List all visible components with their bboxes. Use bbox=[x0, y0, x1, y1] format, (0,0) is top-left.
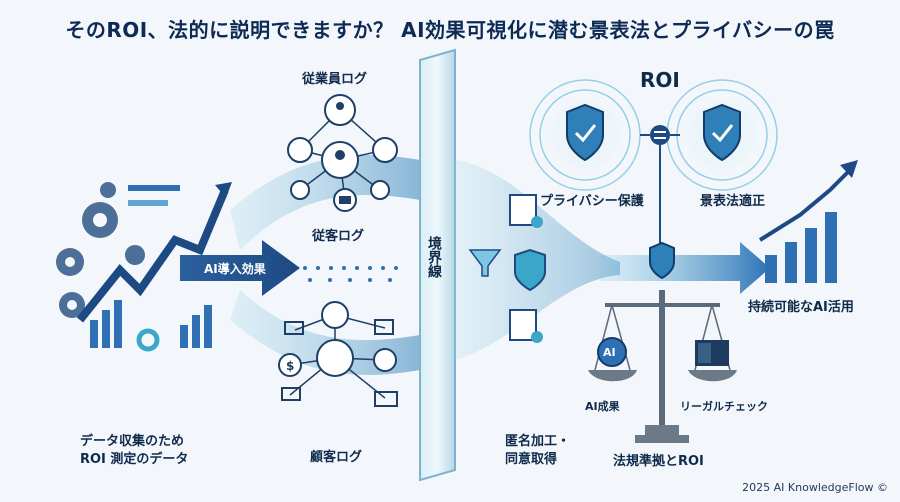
gear-cluster-icon bbox=[56, 182, 145, 318]
cash-icon bbox=[374, 391, 398, 407]
left-bar-chart-icon bbox=[90, 300, 212, 348]
growth-bar-chart-icon bbox=[765, 212, 837, 283]
visitor-log-label: 従客ログ bbox=[312, 229, 365, 244]
customer-avatar-icon bbox=[321, 301, 349, 329]
customer-log-label: 顧客ログ bbox=[310, 450, 363, 465]
data-dots bbox=[303, 266, 398, 282]
employee-log-label: 従業員ログ bbox=[302, 72, 368, 87]
footer-credit: 2025 AI KnowledgeFlow © bbox=[742, 481, 888, 494]
progress-bar-icon bbox=[128, 185, 180, 191]
compliance-label: 景表法適正 bbox=[700, 194, 766, 209]
anonymization-line2: 同意取得 bbox=[505, 452, 558, 467]
anonymization-line1: 匿名加工・ bbox=[505, 434, 571, 449]
upper-data-flow bbox=[230, 155, 420, 250]
gear-small-icon bbox=[370, 180, 390, 200]
ai-result-label: AI成果 bbox=[585, 400, 620, 413]
equals-icon bbox=[650, 125, 670, 145]
id-card-icon bbox=[374, 319, 394, 335]
growth-arrow bbox=[758, 168, 852, 242]
privacy-shield-icon bbox=[566, 103, 604, 162]
sustainable-ai-label: 持続可能なAI活用 bbox=[748, 300, 854, 315]
customer-main-avatar-icon bbox=[316, 339, 354, 377]
compliance-roi-caption: 法規準拠とROI bbox=[613, 454, 704, 469]
balance-scale-icon bbox=[588, 290, 737, 443]
roi-title: ROI bbox=[640, 68, 680, 92]
ai-chip-icon bbox=[597, 337, 627, 367]
boundary-label: 境界線 bbox=[426, 236, 442, 278]
ai-effect-label: AI導入効果 bbox=[204, 262, 266, 276]
left-caption-line1: データ収集のため bbox=[80, 434, 185, 449]
legal-check-label: リーガルチェック bbox=[680, 400, 768, 413]
lower-data-flow bbox=[230, 290, 420, 375]
shield-icon bbox=[514, 248, 546, 292]
left-caption-line2: ROI 測定のデータ bbox=[80, 452, 189, 467]
cart-icon bbox=[284, 321, 304, 335]
ai-effect-arrow bbox=[180, 240, 300, 296]
checklist-icon bbox=[509, 194, 537, 226]
hourglass-icon bbox=[373, 348, 397, 372]
dollar-icon bbox=[278, 353, 302, 377]
page-title: そのROI、法的に説明できますか？ AI効果可視化に潜む景表法とプライバシーの罠 bbox=[65, 18, 835, 42]
filter-icon bbox=[468, 249, 502, 277]
clipboard-icon bbox=[372, 137, 398, 163]
gear-small-icon bbox=[290, 180, 310, 200]
center-shield-icon bbox=[649, 241, 675, 280]
trend-line-icon bbox=[76, 188, 229, 323]
svg-text:$: $ bbox=[286, 359, 294, 373]
compliance-shield-icon bbox=[703, 103, 741, 162]
team-icon bbox=[287, 137, 313, 163]
pie-chart-icon bbox=[136, 328, 160, 352]
scale-ai-text: AI bbox=[603, 346, 616, 359]
privacy-label: プライバシー保護 bbox=[540, 194, 644, 209]
roi-arrow bbox=[600, 242, 770, 294]
cart-icon bbox=[281, 387, 301, 401]
boundary-glass bbox=[419, 48, 456, 482]
